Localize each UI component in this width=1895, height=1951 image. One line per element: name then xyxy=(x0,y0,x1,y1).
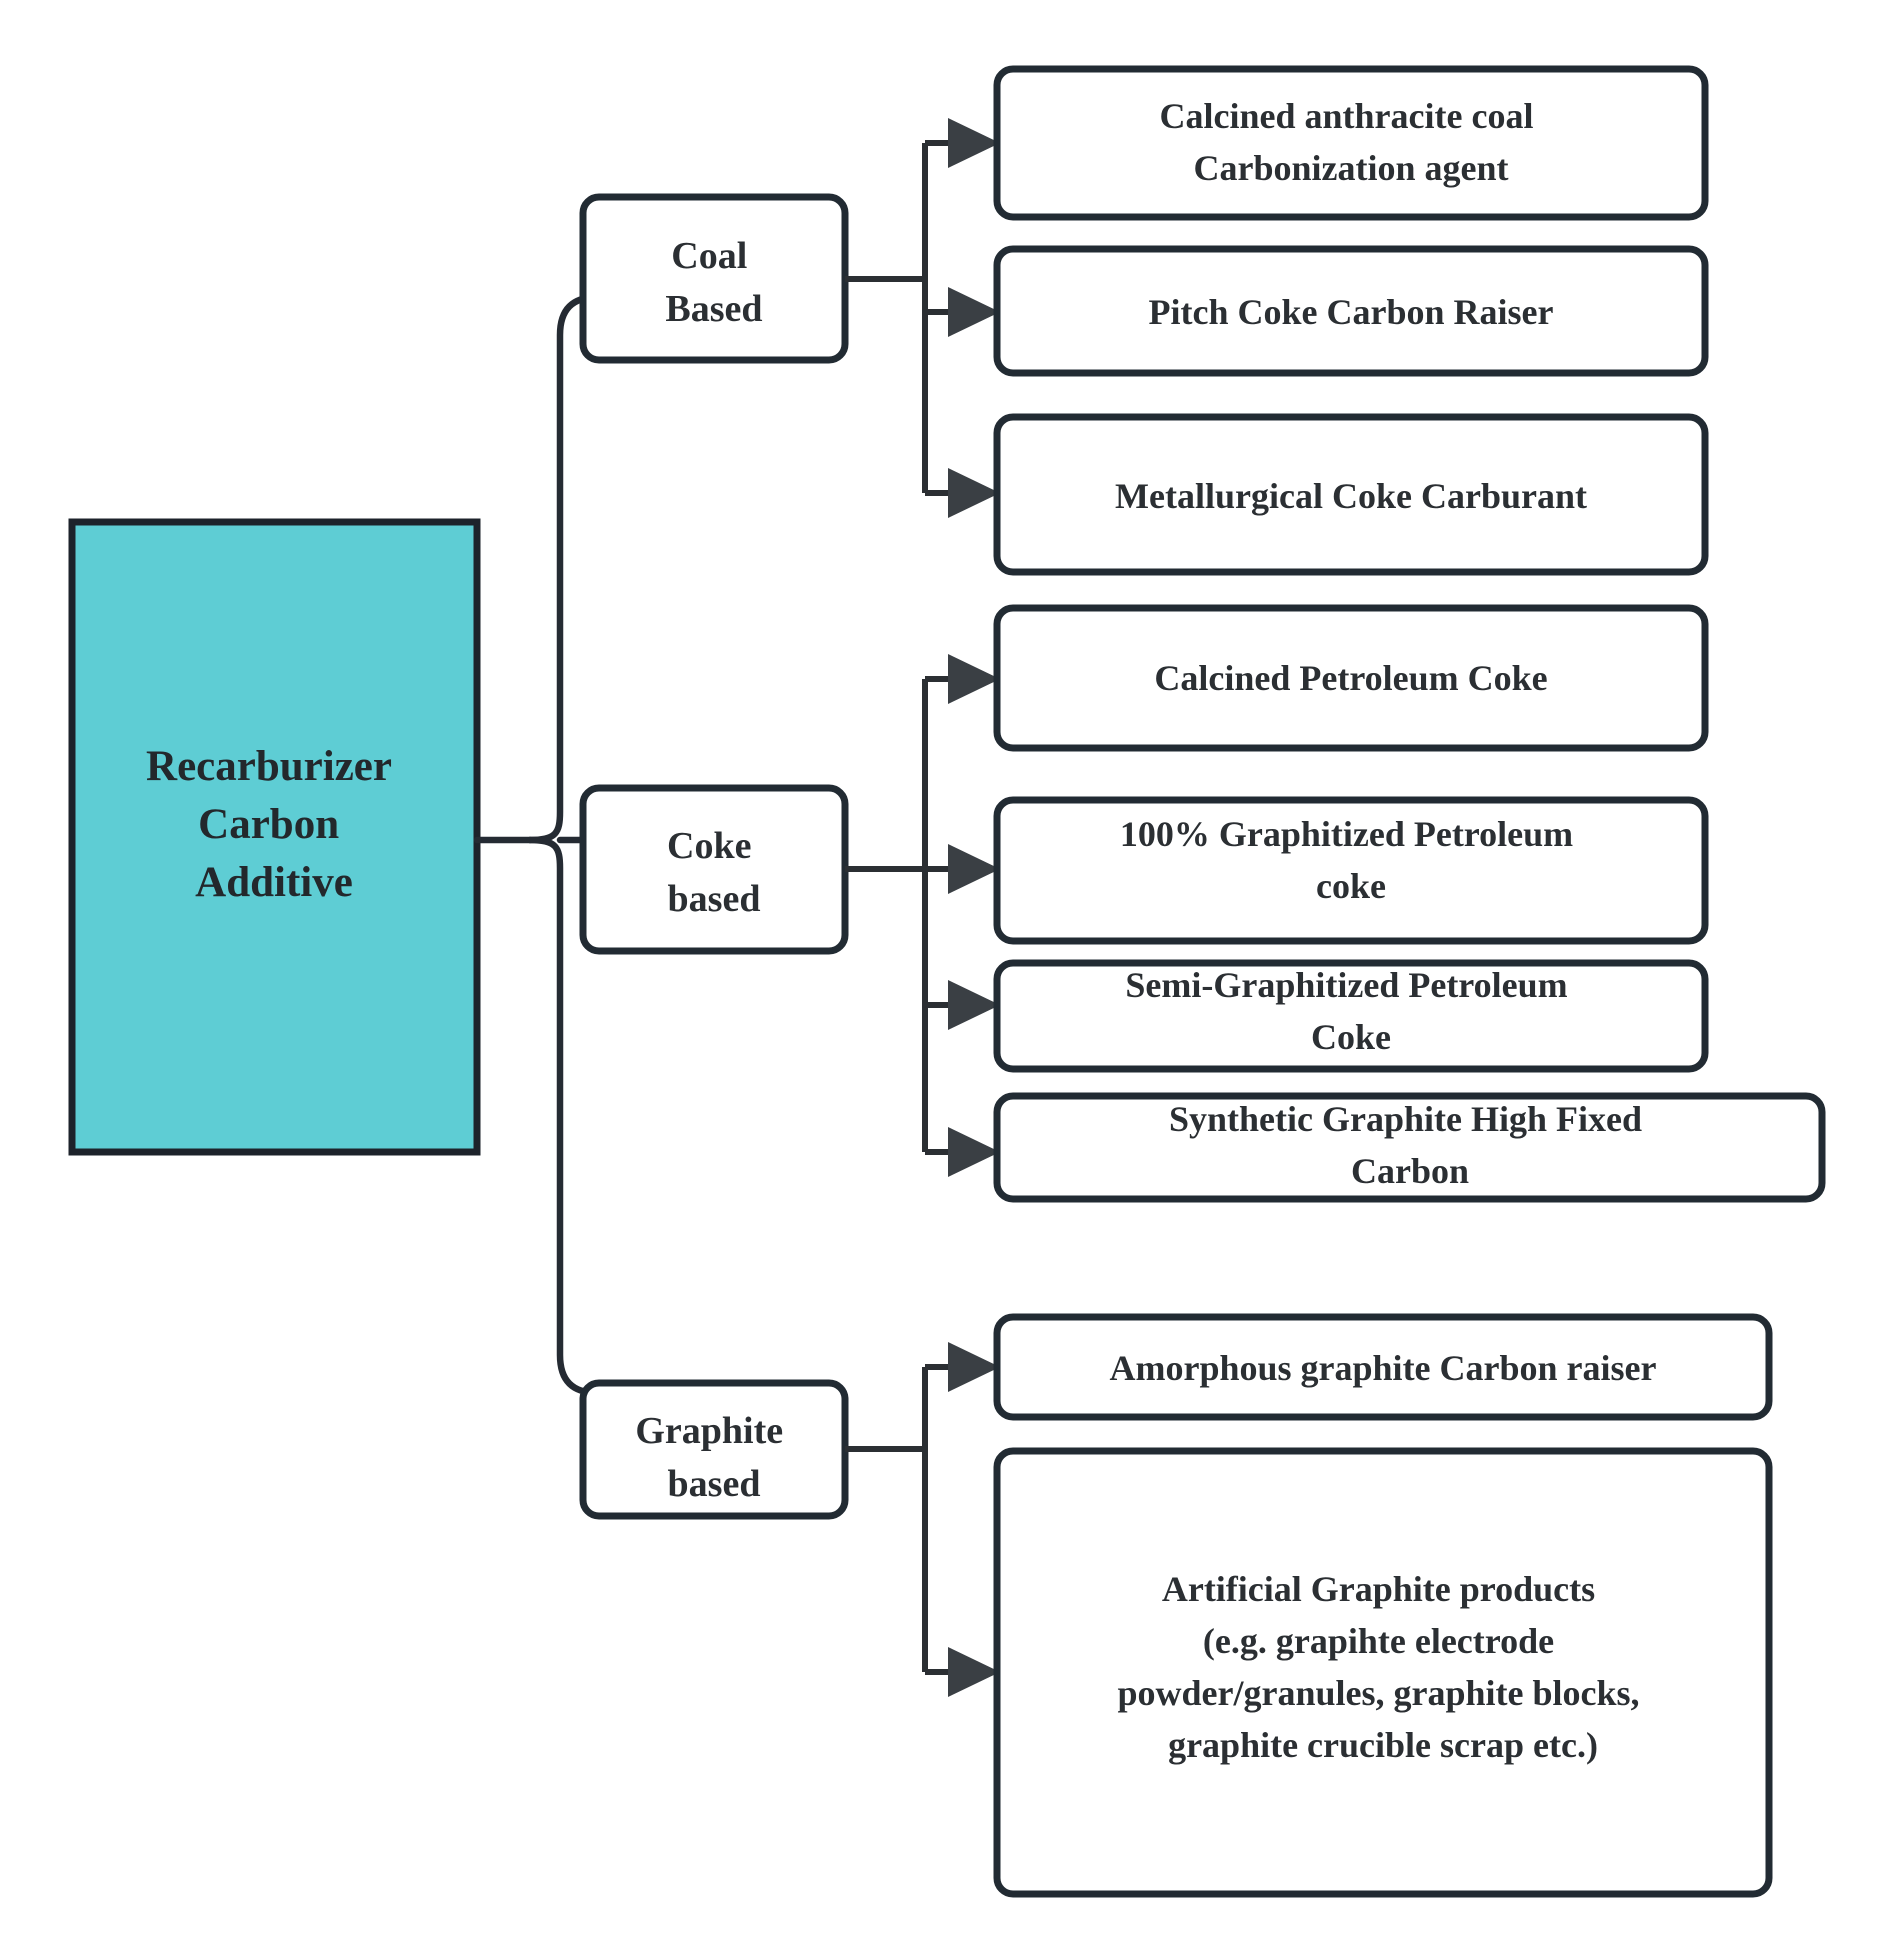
leaf-artificial-graphite-products[interactable]: Artificial Graphite products (e.g. grapi… xyxy=(993,1447,1773,1898)
root-node[interactable]: Recarburizer Carbon Additive xyxy=(68,518,481,1156)
leaf-label: Calcined Petroleum Coke xyxy=(1154,658,1547,698)
leaf-label: Pitch Coke Carbon Raiser xyxy=(1149,292,1554,332)
category-graphite-based-label: Graphite based xyxy=(635,1410,792,1505)
category-coke-based[interactable]: Coke based xyxy=(579,784,849,955)
coke-based-connectors xyxy=(845,654,1000,1177)
arrow-head-icon xyxy=(948,1647,1000,1697)
leaf-box[interactable] xyxy=(993,245,1709,377)
coal-based-connectors xyxy=(845,118,1000,518)
leaf-label: Amorphous graphite Carbon raiser xyxy=(1110,1348,1657,1388)
leaf-graphitized-petroleum-coke[interactable]: 100% Graphitized Petroleum coke xyxy=(993,796,1709,945)
leaf-calcined-petroleum-coke[interactable]: Calcined Petroleum Coke xyxy=(993,604,1709,752)
root-brace-connector xyxy=(473,293,602,1397)
leaf-box[interactable] xyxy=(993,65,1709,221)
category-coke-based-label: Coke based xyxy=(667,825,761,920)
arrow-head-icon xyxy=(948,118,1000,168)
arrow-head-icon xyxy=(948,1342,1000,1392)
leaf-box[interactable] xyxy=(993,1447,1773,1898)
leaf-metallurgical-coke-carburant[interactable]: Metallurgical Coke Carburant xyxy=(993,413,1709,576)
leaf-label: Synthetic Graphite High Fixed Carbon xyxy=(1169,1099,1651,1191)
leaf-box[interactable] xyxy=(993,796,1709,945)
arrow-head-icon xyxy=(948,468,1000,518)
leaf-semi-graphitized-petroleum-coke[interactable]: Semi-Graphitized Petroleum Coke xyxy=(993,959,1709,1073)
graphite-based-connectors xyxy=(845,1342,1000,1697)
leaf-label: Calcined anthracite coal Carbonization a… xyxy=(1160,96,1543,188)
root-node-label: Recarburizer Carbon Additive xyxy=(146,743,402,906)
category-coal-based[interactable]: Coal Based xyxy=(579,193,849,364)
category-coke-based-box[interactable] xyxy=(579,784,849,955)
leaf-box[interactable] xyxy=(993,413,1709,576)
arrow-head-icon xyxy=(948,844,1000,894)
leaf-synthetic-graphite-high-fixed-carbon[interactable]: Synthetic Graphite High Fixed Carbon xyxy=(993,1092,1826,1203)
leaf-pitch-coke-carbon-raiser[interactable]: Pitch Coke Carbon Raiser xyxy=(993,245,1709,377)
arrow-head-icon xyxy=(948,980,1000,1030)
leaf-label: Semi-Graphitized Petroleum Coke xyxy=(1125,965,1576,1057)
leaf-box[interactable] xyxy=(993,1092,1826,1203)
leaf-label: 100% Graphitized Petroleum coke xyxy=(1120,814,1582,906)
arrow-head-icon xyxy=(948,1127,1000,1177)
category-graphite-based[interactable]: Graphite based xyxy=(579,1379,849,1520)
leaf-label: Artificial Graphite products (e.g. grapi… xyxy=(1117,1569,1648,1765)
category-coal-based-label: Coal Based xyxy=(665,235,762,330)
leaf-box[interactable] xyxy=(993,604,1709,752)
leaf-box[interactable] xyxy=(993,1313,1773,1421)
leaf-amorphous-graphite-carbon-raiser[interactable]: Amorphous graphite Carbon raiser xyxy=(993,1313,1773,1421)
leaf-label: Metallurgical Coke Carburant xyxy=(1115,476,1587,516)
category-coal-based-box[interactable] xyxy=(579,193,849,364)
root-node-box[interactable] xyxy=(68,518,481,1156)
arrow-head-icon xyxy=(948,287,1000,337)
leaf-box[interactable] xyxy=(993,959,1709,1073)
arrow-head-icon xyxy=(948,654,1000,704)
leaf-calcined-anthracite-coal[interactable]: Calcined anthracite coal Carbonization a… xyxy=(993,65,1709,221)
